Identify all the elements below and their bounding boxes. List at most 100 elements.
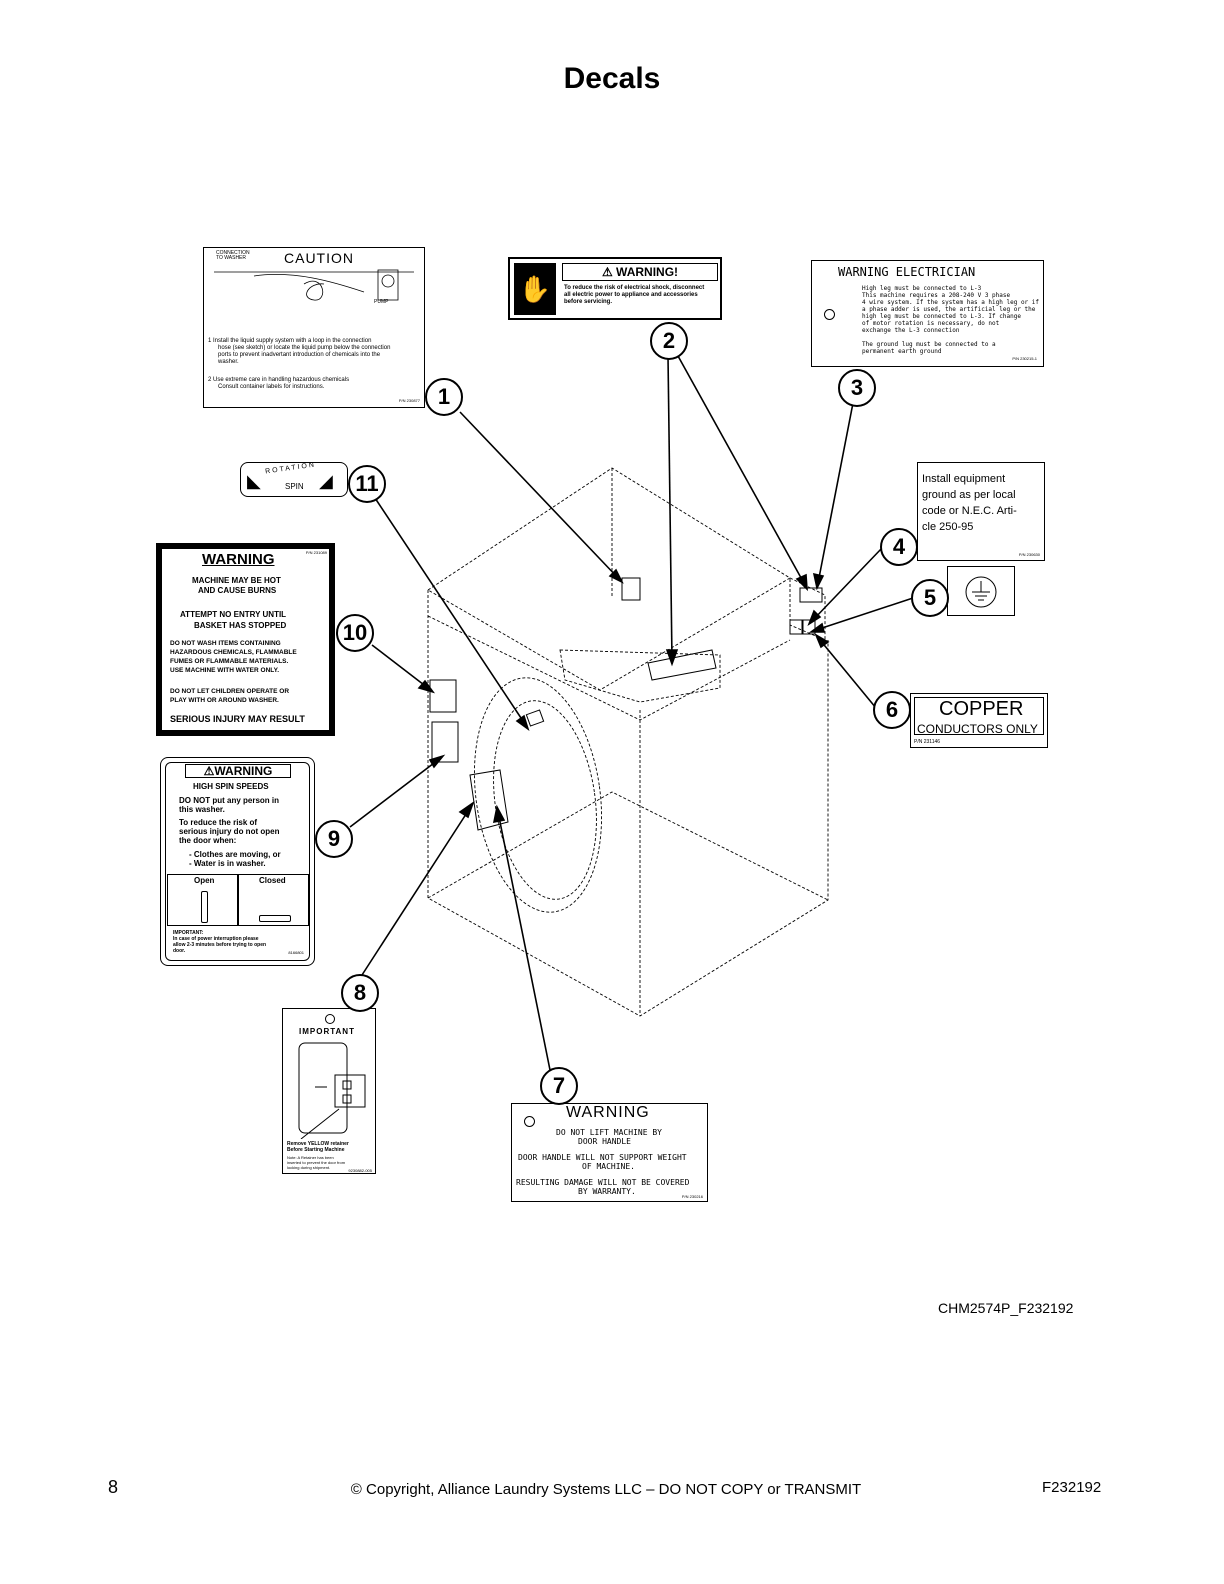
callout-8: 8 xyxy=(341,974,379,1012)
decal-5-ground-symbol xyxy=(947,566,1015,616)
decal8-line: Remove YELLOW retainer xyxy=(287,1141,349,1147)
decal6-line: CONDUCTORS ONLY xyxy=(917,722,1038,736)
part-number: 8166801 xyxy=(288,950,304,955)
decal4-line: cle 250-95 xyxy=(922,521,974,533)
decal-6-copper-conductors: COPPER CONDUCTORS ONLY P/N 231146 xyxy=(910,693,1048,748)
decal10-line: DO NOT WASH ITEMS CONTAINING xyxy=(170,640,281,647)
callout-3: 3 xyxy=(838,369,876,407)
part-number: P/N 230216 xyxy=(681,1194,703,1199)
mounting-hole xyxy=(325,1014,335,1024)
callout-9: 9 xyxy=(315,820,353,858)
caution-heading: CAUTION xyxy=(284,250,354,266)
part-number: P/N 230215-1 xyxy=(1012,356,1037,361)
decal9-line: - Clothes are moving, or xyxy=(189,850,281,859)
warning-triangle-icon: ⚠ xyxy=(601,265,617,279)
decal9-line: door. xyxy=(173,948,186,954)
decal9-line: - Water is in washer. xyxy=(189,859,266,868)
pump-label: PUMP xyxy=(374,299,389,305)
decal2-line: before servicing. xyxy=(564,299,613,305)
shock-hazard-icon: ✋ xyxy=(514,263,556,315)
callout-2: 2 xyxy=(650,322,688,360)
callout-5: 5 xyxy=(911,579,949,617)
decal4-line: Install equipment xyxy=(922,473,1006,485)
part-number: 9230882-005 xyxy=(348,1168,372,1173)
callout-4: 4 xyxy=(880,528,918,566)
decal3-line: This machine requires a 208-240 V 3 phas… xyxy=(862,292,1011,299)
decal1-line: hose (see sketch) or locate the liquid p… xyxy=(218,345,391,351)
decal10-line: PLAY WITH OR AROUND WASHER. xyxy=(170,697,279,704)
decal9-sub: HIGH SPIN SPEEDS xyxy=(193,782,269,791)
closed-position-box: Closed xyxy=(238,874,309,926)
decal7-line: RESULTING DAMAGE WILL NOT BE COVERED xyxy=(516,1178,690,1187)
to-washer-label: TO WASHER xyxy=(216,255,247,261)
decal10-line: USE MACHINE WITH WATER ONLY. xyxy=(170,667,280,674)
decal-10-hot-machine-warning: P/N 231089 WARNING MACHINE MAY BE HOT AN… xyxy=(156,543,335,736)
decal9-line: the door when: xyxy=(179,836,237,845)
decal1-line: Consult container labels for instruction… xyxy=(218,384,325,390)
decal9-heading: WARNING xyxy=(214,764,273,778)
connection-label: CONNECTION xyxy=(216,250,250,256)
decal6-line: COPPER xyxy=(939,698,1024,720)
part-number: P/N 230877 xyxy=(398,398,420,403)
document-id: F232192 xyxy=(1042,1479,1102,1496)
decal-4-equipment-ground: Install equipment ground as per local co… xyxy=(917,462,1045,561)
spin-label: SPIN xyxy=(285,482,304,491)
warning-triangle-icon: ⚠ xyxy=(203,764,215,778)
decal-7-door-handle-warning: WARNING DO NOT LIFT MACHINE BY DOOR HAND… xyxy=(511,1103,708,1202)
decal8-note: locking during shipment. xyxy=(287,1165,331,1170)
decal10-line: HAZARDOUS CHEMICALS, FLAMMABLE xyxy=(170,649,297,656)
decal7-line: DOOR HANDLE WILL NOT SUPPORT WEIGHT xyxy=(518,1153,687,1162)
decal7-line: OF MACHINE. xyxy=(582,1162,635,1171)
decal8-note: Note: A Retainer has been xyxy=(287,1155,334,1160)
callout-6: 6 xyxy=(873,691,911,729)
mounting-hole xyxy=(524,1116,535,1127)
decal-9-high-spin-warning: ⚠WARNING HIGH SPIN SPEEDS DO NOT put any… xyxy=(160,757,315,966)
decal9-line: serious injury do not open xyxy=(179,827,280,836)
callout-10: 10 xyxy=(336,614,374,652)
part-number: P/N 230630 xyxy=(1018,552,1040,557)
decal3-line: a phase adder is used, the artificial le… xyxy=(862,306,1036,313)
decal7-heading: WARNING xyxy=(566,1104,650,1121)
page-title: Decals xyxy=(563,62,661,95)
callout-11: 11 xyxy=(348,465,386,503)
callout-7: 7 xyxy=(540,1067,578,1105)
mounting-hole xyxy=(824,309,835,320)
decal9-line: In case of power interruption please xyxy=(173,936,259,942)
decal10-line: SERIOUS INJURY MAY RESULT xyxy=(170,714,305,724)
decal2-line: To reduce the risk of electrical shock, … xyxy=(564,285,705,291)
decal3-line: 4 wire system. If the system has a high … xyxy=(862,299,1040,306)
decal2-heading: WARNING! xyxy=(616,265,679,279)
decal8-line: Before Starting Machine xyxy=(287,1147,345,1153)
door-retainer-icon xyxy=(298,1042,366,1139)
decal10-line: ATTEMPT NO ENTRY UNTIL xyxy=(180,610,287,619)
decal3-line: High leg must be connected to L-3 xyxy=(862,285,982,292)
decal3-line: high leg must be connected to L-3. If ch… xyxy=(862,313,1021,320)
decal-1-caution-chemicals: CONNECTION TO WASHER CAUTION PUMP 1 Inst… xyxy=(203,247,425,408)
loop-hose-icon xyxy=(214,269,414,301)
decal-11-spin-rotation: ROTATION SPIN ◣ ◢ xyxy=(240,461,348,497)
decal9-line: To reduce the risk of xyxy=(179,818,258,827)
closed-label: Closed xyxy=(259,876,286,885)
decal8-heading: IMPORTANT xyxy=(299,1027,355,1036)
decal7-line: DOOR HANDLE xyxy=(578,1137,631,1146)
decal10-line: BASKET HAS STOPPED xyxy=(194,621,287,630)
rotation-label: ROTATION xyxy=(264,461,317,476)
decal4-line: code or N.E.C. Arti- xyxy=(922,505,1017,517)
decal10-line: MACHINE MAY BE HOT xyxy=(192,576,281,585)
decal9-important: IMPORTANT: xyxy=(173,930,204,936)
decal9-line: allow 2-3 minutes before trying to open xyxy=(173,942,267,948)
part-number: P/N 231146 xyxy=(914,739,941,745)
decal1-line: washer. xyxy=(218,359,239,365)
earth-ground-icon xyxy=(965,576,997,608)
copyright-notice: © Copyright, Alliance Laundry Systems LL… xyxy=(350,1481,862,1498)
decal4-line: ground as per local xyxy=(922,489,1016,501)
callout-1: 1 xyxy=(425,378,463,416)
open-label: Open xyxy=(194,876,215,885)
decal-3-warning-electrician: WARNING ELECTRICIAN High leg must be con… xyxy=(811,260,1044,367)
open-position-box: Open xyxy=(167,874,238,926)
decal3-line: The ground lug must be connected to a xyxy=(862,341,996,348)
decal9-line: this washer. xyxy=(179,805,225,814)
part-number: P/N 231089 xyxy=(305,550,327,555)
decal3-line: exchange the L-3 connection xyxy=(862,327,960,334)
